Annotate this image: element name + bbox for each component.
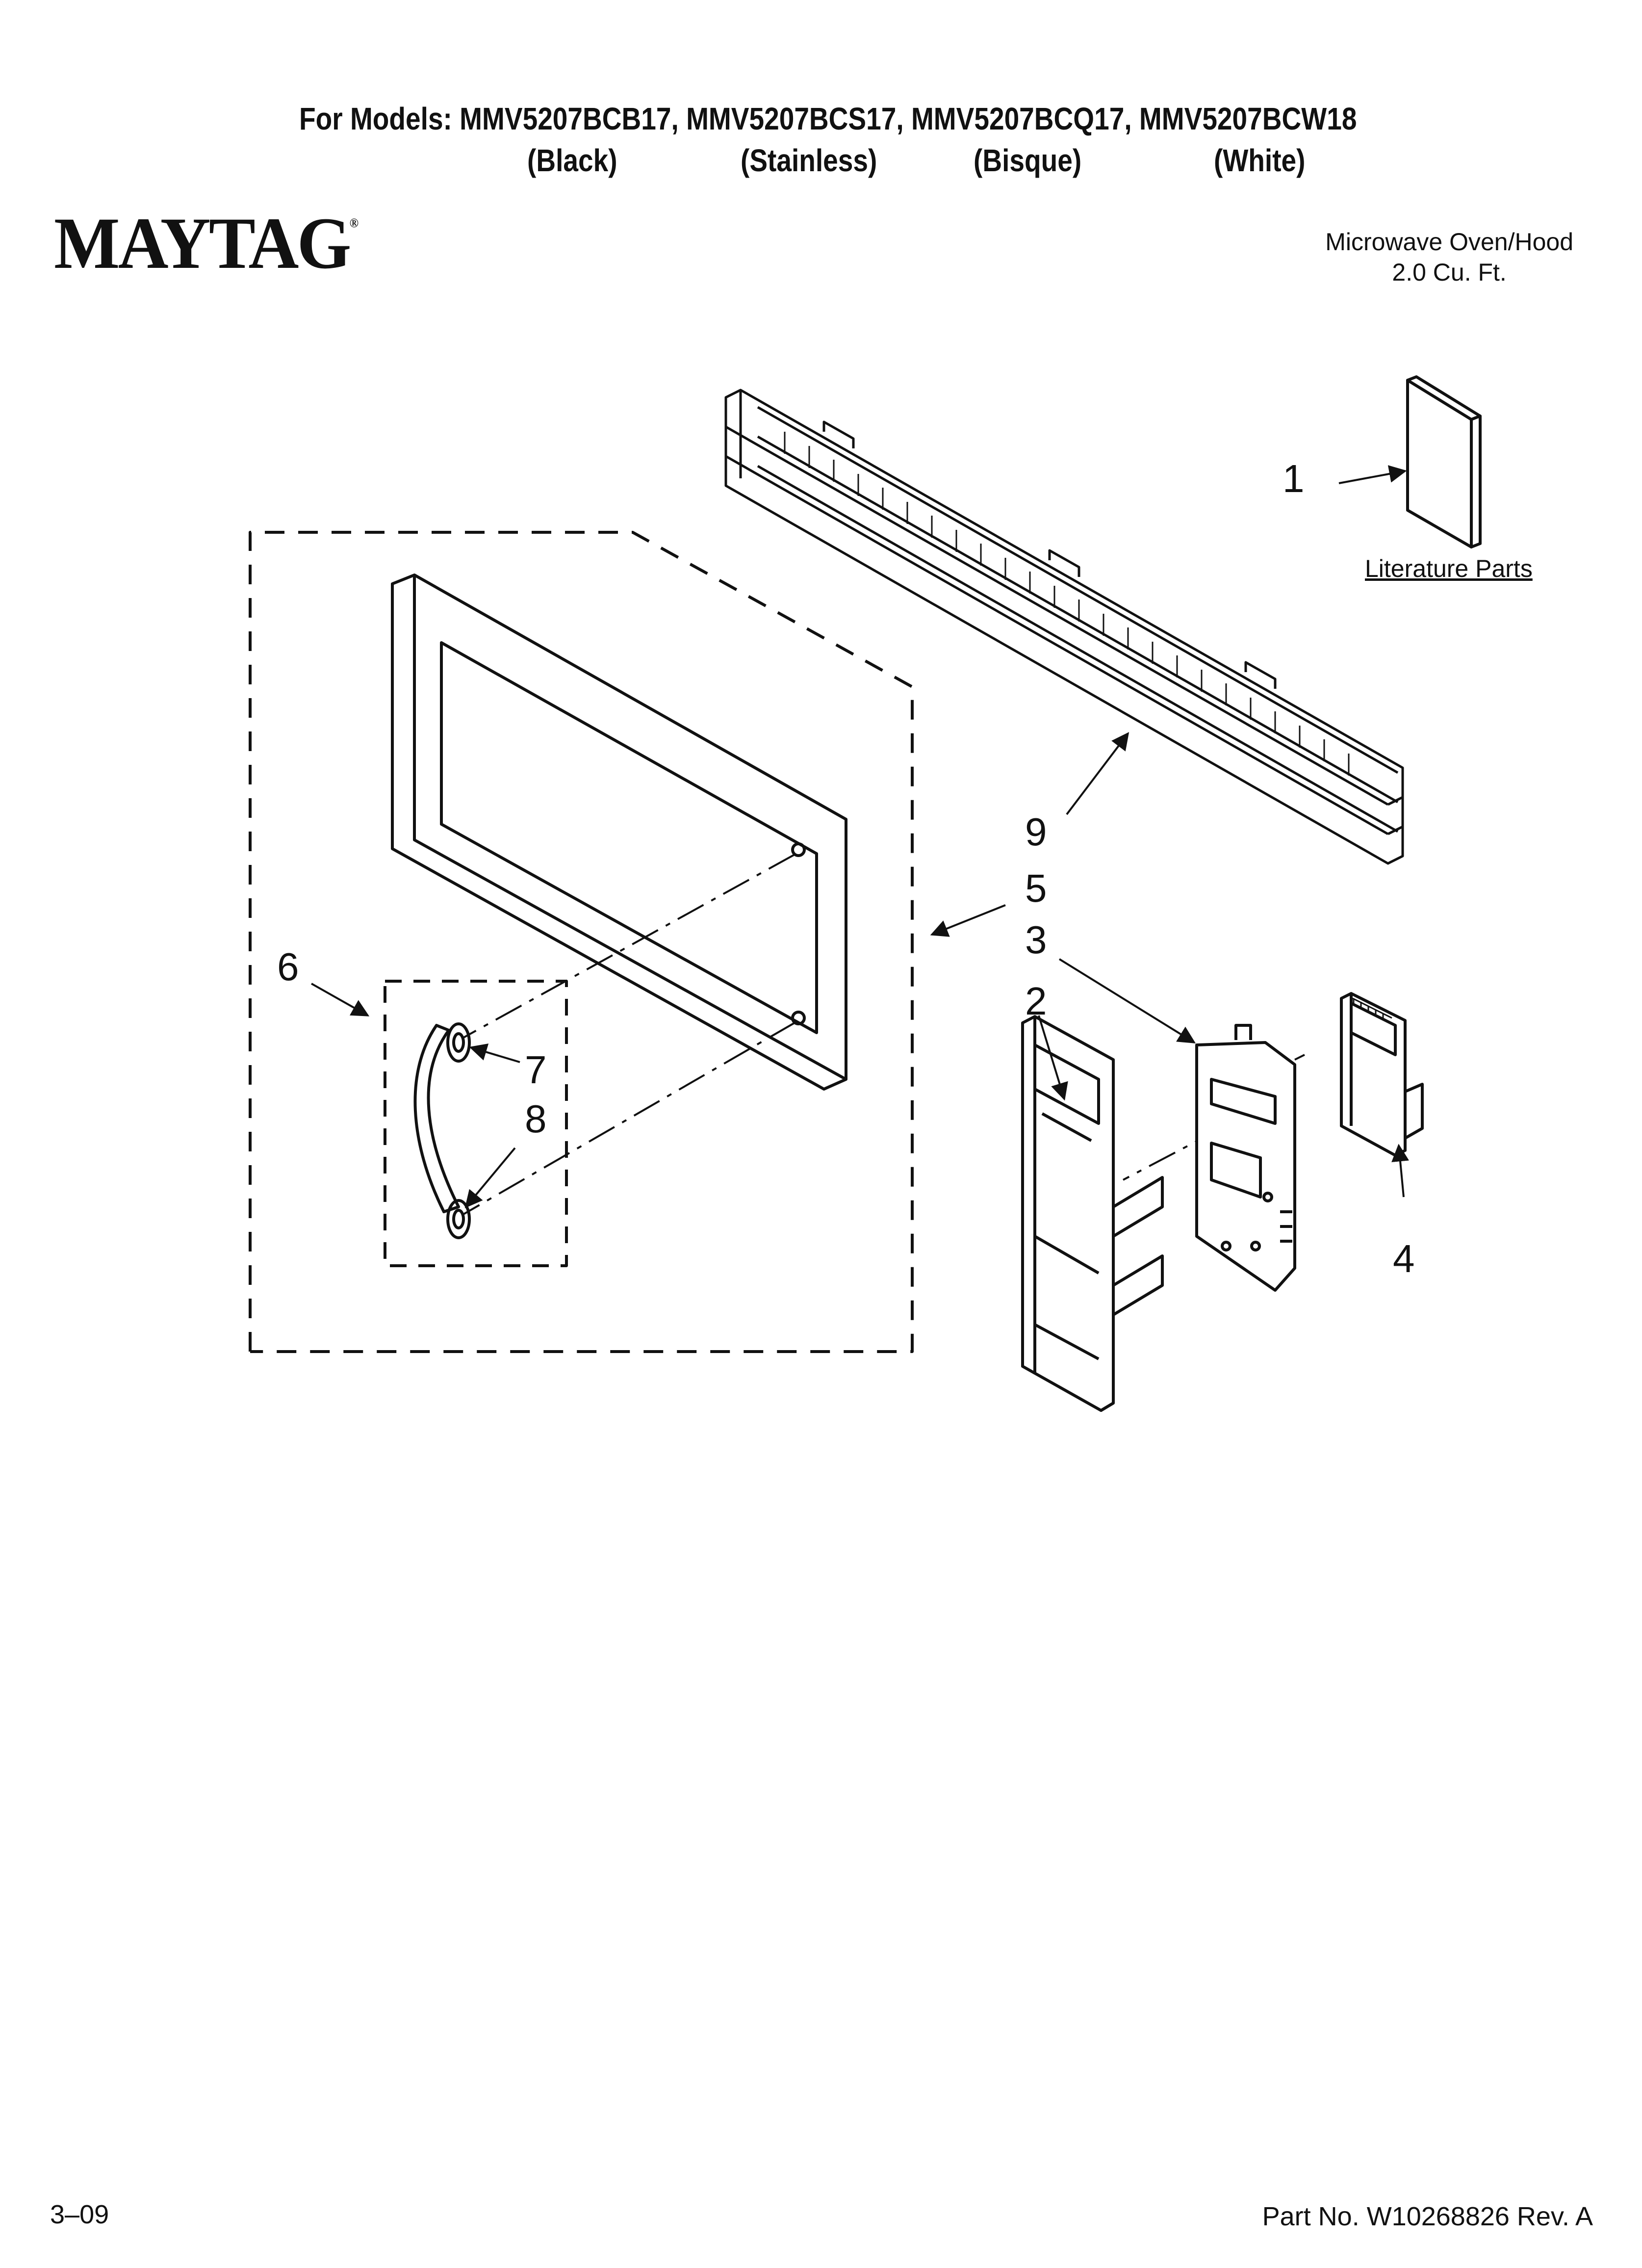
product-capacity: 2.0 Cu. Ft. xyxy=(1392,259,1507,286)
product-type: Microwave Oven/Hood xyxy=(1325,228,1573,256)
door-assembly-group xyxy=(249,531,914,1353)
models-header: For Models: MMV5207BCB17, MMV5207BCS17, … xyxy=(299,101,1357,136)
revision-date: 3–09 xyxy=(50,2200,109,2229)
callout-7: 7 xyxy=(525,1048,547,1092)
leader-lines xyxy=(311,465,1409,1208)
variant-stainless: (Stainless) xyxy=(741,143,877,178)
door-panel xyxy=(391,574,847,1091)
handle-group xyxy=(384,980,568,1267)
callout-5: 5 xyxy=(1025,866,1047,910)
callout-4: 4 xyxy=(1393,1237,1415,1280)
callout-6: 6 xyxy=(277,945,299,989)
variant-bisque: (Bisque) xyxy=(974,143,1082,178)
door-handle xyxy=(413,1022,471,1239)
part-number: Part No. W10268826 Rev. A xyxy=(1262,2202,1593,2231)
product-description: Microwave Oven/Hood 2.0 Cu. Ft. xyxy=(1325,227,1573,287)
callout-8: 8 xyxy=(525,1097,547,1141)
variant-black: (Black) xyxy=(527,143,617,178)
literature-booklet xyxy=(1406,375,1482,548)
membrane-keypad xyxy=(1340,992,1424,1157)
variant-white: (White) xyxy=(1214,143,1306,178)
callout-2: 2 xyxy=(1025,979,1047,1023)
callout-9: 9 xyxy=(1025,810,1047,854)
vent-grille xyxy=(724,389,1404,865)
callout-1: 1 xyxy=(1283,457,1305,500)
maytag-logo: MAYTAG® xyxy=(54,203,359,284)
control-panel-frame xyxy=(1021,1015,1164,1412)
callout-3: 3 xyxy=(1025,918,1047,962)
literature-parts-label: Literature Parts xyxy=(1365,555,1533,582)
control-board xyxy=(1195,1024,1296,1292)
